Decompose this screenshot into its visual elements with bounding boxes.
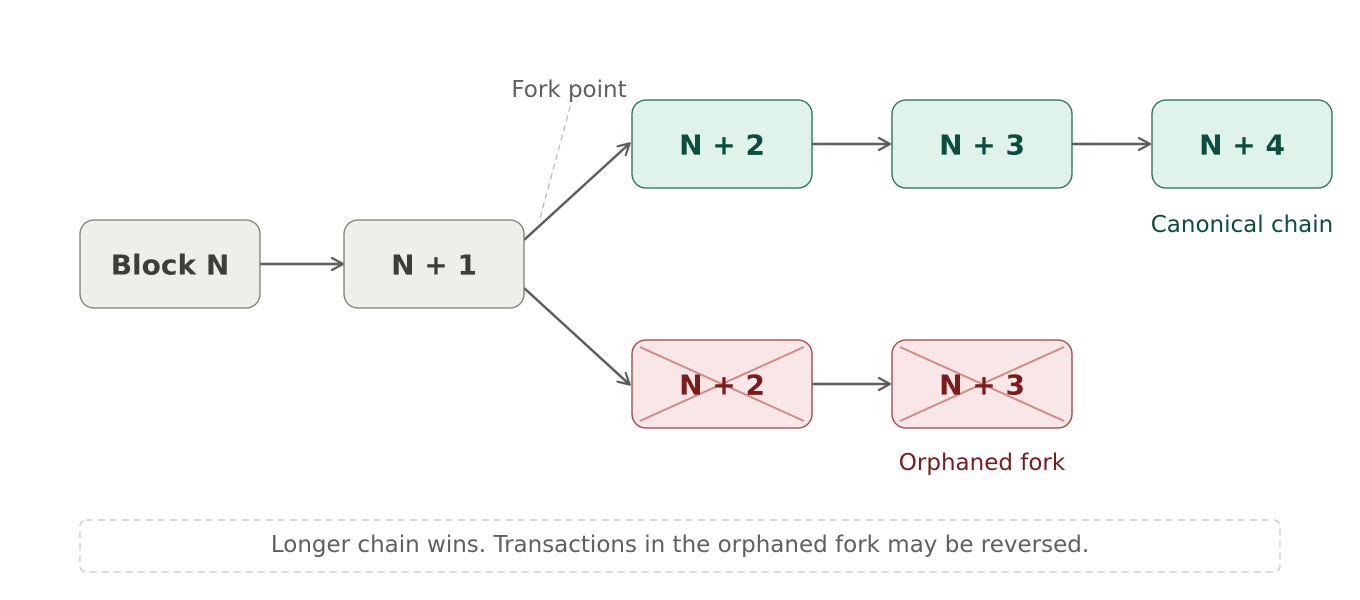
orphan-block-n3-label: N + 3 [939,369,1025,402]
canonical-block-n4-box [1151,99,1333,189]
orphan-block-n3-node: N + 3 [891,339,1073,429]
canonical-chain-label: Canonical chain [1151,212,1334,238]
fork-point-label: Fork point [511,77,626,103]
canonical-block-n3-label: N + 3 [939,129,1025,162]
note-text: Longer chain wins. Transactions in the o… [271,532,1089,558]
arrow-n1-to-canonical-n2 [523,144,629,241]
block-n1-box [343,219,525,309]
canonical-block-n4-node: N + 4 [1151,99,1333,189]
canonical-block-n2-box [631,99,813,189]
note-box: Longer chain wins. Transactions in the o… [79,519,1281,573]
orphan-block-n2-cross-icon [639,346,805,422]
block-n1-label: N + 1 [391,249,477,282]
note-box-border [79,519,1281,573]
canonical-block-n4-label: N + 4 [1199,129,1285,162]
orphan-block-n2-label: N + 2 [679,369,765,402]
block-n-node: Block N [79,219,261,309]
block-n1-node: N + 1 [343,219,525,309]
orphan-block-n2-node: N + 2 [631,339,813,429]
canonical-block-n2-node: N + 2 [631,99,813,189]
canonical-block-n3-box [891,99,1073,189]
orphan-block-n3-cross-icon [899,346,1065,422]
arrow-n1-to-orphan-n2 [523,287,629,384]
fork-point-leader-line [539,99,573,219]
canonical-block-n3-node: N + 3 [891,99,1073,189]
canonical-block-n2-label: N + 2 [679,129,765,162]
block-n-box [79,219,261,309]
orphaned-fork-label: Orphaned fork [899,450,1066,476]
block-n-label: Block N [111,249,230,282]
